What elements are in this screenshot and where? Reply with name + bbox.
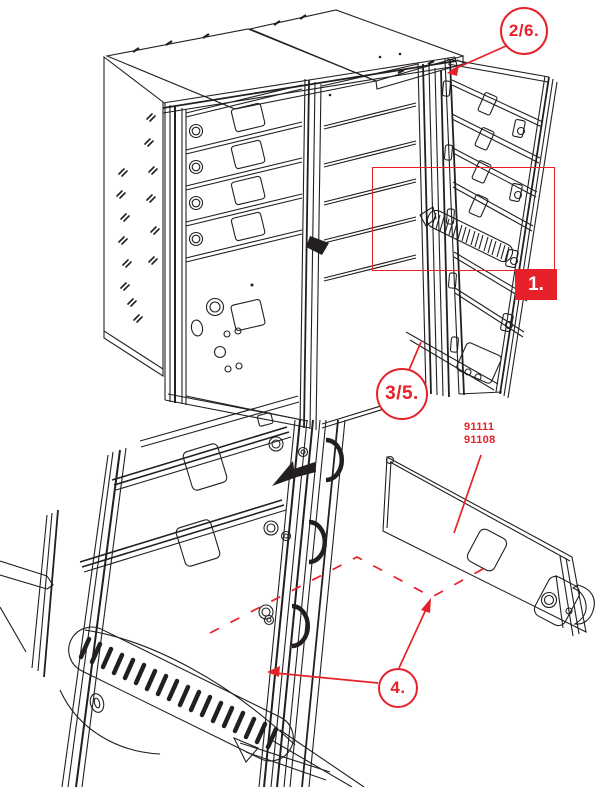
- cabinet-top-panel: [105, 28, 378, 110]
- latch-pointer-arrow: [272, 461, 316, 486]
- callout-3-5-label: 3/5.: [385, 383, 419, 404]
- arrowhead-4-up: [421, 598, 431, 613]
- arrowhead-4-left: [267, 666, 280, 677]
- callout-3-5: 3/5.: [376, 368, 428, 420]
- leader-line-4-up: [398, 604, 429, 669]
- cabinet-isometric-drawing: [103, 9, 558, 431]
- annotation-graphics: [209, 45, 507, 684]
- placement-dashed-path: [209, 556, 493, 634]
- arrowhead-2-6: [447, 65, 459, 76]
- parcel-locker-door: [185, 283, 303, 421]
- tenant-door-locks: [188, 123, 204, 247]
- master-door-open: [405, 58, 558, 399]
- detail-latch-hooks: [263, 437, 344, 649]
- leader-line-4-left: [274, 672, 379, 684]
- leader-line-2-6: [451, 45, 507, 71]
- part-number-line-1: 91111: [464, 421, 495, 433]
- key-lock: [89, 693, 105, 713]
- leader-line-3-5: [408, 341, 422, 371]
- door-slat-windows: [468, 92, 498, 218]
- panel-window: [466, 528, 508, 572]
- door-latch-brackets: [500, 118, 526, 333]
- door-louver-strip: [419, 206, 514, 263]
- detail-left-shelf-edge: [0, 560, 54, 653]
- callout-4-label: 4.: [390, 678, 406, 697]
- side-panel-rivets: [116, 113, 160, 323]
- front-hinge-strip: [164, 103, 311, 429]
- part-number-label: 91111 91108: [464, 421, 495, 447]
- callout-4: 4.: [378, 668, 418, 708]
- master-latch-handle: [306, 236, 329, 255]
- callout-2-6-label: 2/6.: [508, 21, 540, 40]
- panel-latch-assembly: [533, 574, 595, 629]
- detail-drawing: [0, 395, 365, 787]
- open-compartments-column: [321, 63, 421, 429]
- detail-louver-panel: [59, 626, 331, 781]
- center-divider: [299, 78, 329, 431]
- replacement-door-panel-drawing: [382, 455, 595, 637]
- callout-1-label: 1.: [528, 273, 544, 295]
- part-number-line-2: 91108: [464, 434, 496, 446]
- detail-left-frame: [31, 447, 127, 787]
- callout-2-6: 2/6.: [500, 7, 548, 55]
- louver-slots: [78, 636, 279, 750]
- left-side-panel: [103, 55, 164, 378]
- door-bottom-bracket: [456, 342, 502, 384]
- highlight-box-part-1: [372, 167, 555, 271]
- callout-1-badge: 1.: [515, 269, 557, 300]
- leader-line-part-numbers: [453, 454, 482, 534]
- tenant-door-windows: [230, 102, 266, 242]
- tenant-doors-column: [185, 84, 303, 263]
- detail-tenant-doors: [79, 395, 300, 620]
- hinge-knuckles: [441, 80, 459, 353]
